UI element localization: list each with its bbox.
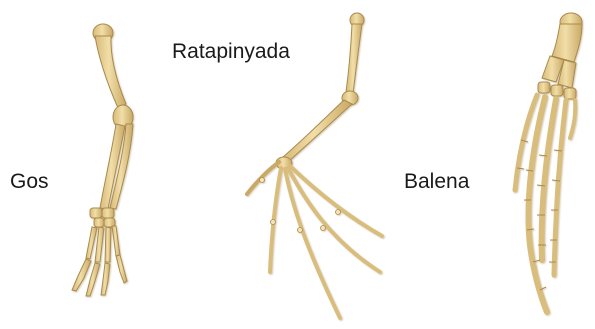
bat-digit-4 [288,168,380,272]
dog-carpal [94,218,104,227]
bat-digit-3 [285,169,340,318]
whale-digit-5 [570,100,575,138]
bat-joint [271,220,276,225]
dog-humerus [95,36,126,108]
dog-carpal [102,208,114,218]
dog-digit [101,263,110,295]
whale-digit-4 [554,100,566,275]
bat-humerus [346,24,362,93]
bat-radius [283,100,352,162]
whale-carpal [538,82,550,93]
bat-joint [298,228,303,233]
dog-metacarpal [105,227,111,262]
bat-joint [336,210,341,215]
whale-carpal [564,88,576,99]
label-dog: Gos [10,170,49,194]
dog-metacarpal [86,227,97,259]
whale-humerus [552,24,582,62]
dog-carpal [90,208,102,218]
bat-digit-5 [290,166,382,236]
whale-carpal [551,85,563,96]
label-bat: Ratapinyada [172,40,290,64]
whale-flipper [515,13,582,312]
label-whale: Balena [404,170,469,194]
dog-digit [116,255,127,283]
bat-joint [260,178,265,183]
bat-joint [321,226,326,231]
dog-forelimb [72,24,133,296]
dog-metacarpal [112,226,120,256]
